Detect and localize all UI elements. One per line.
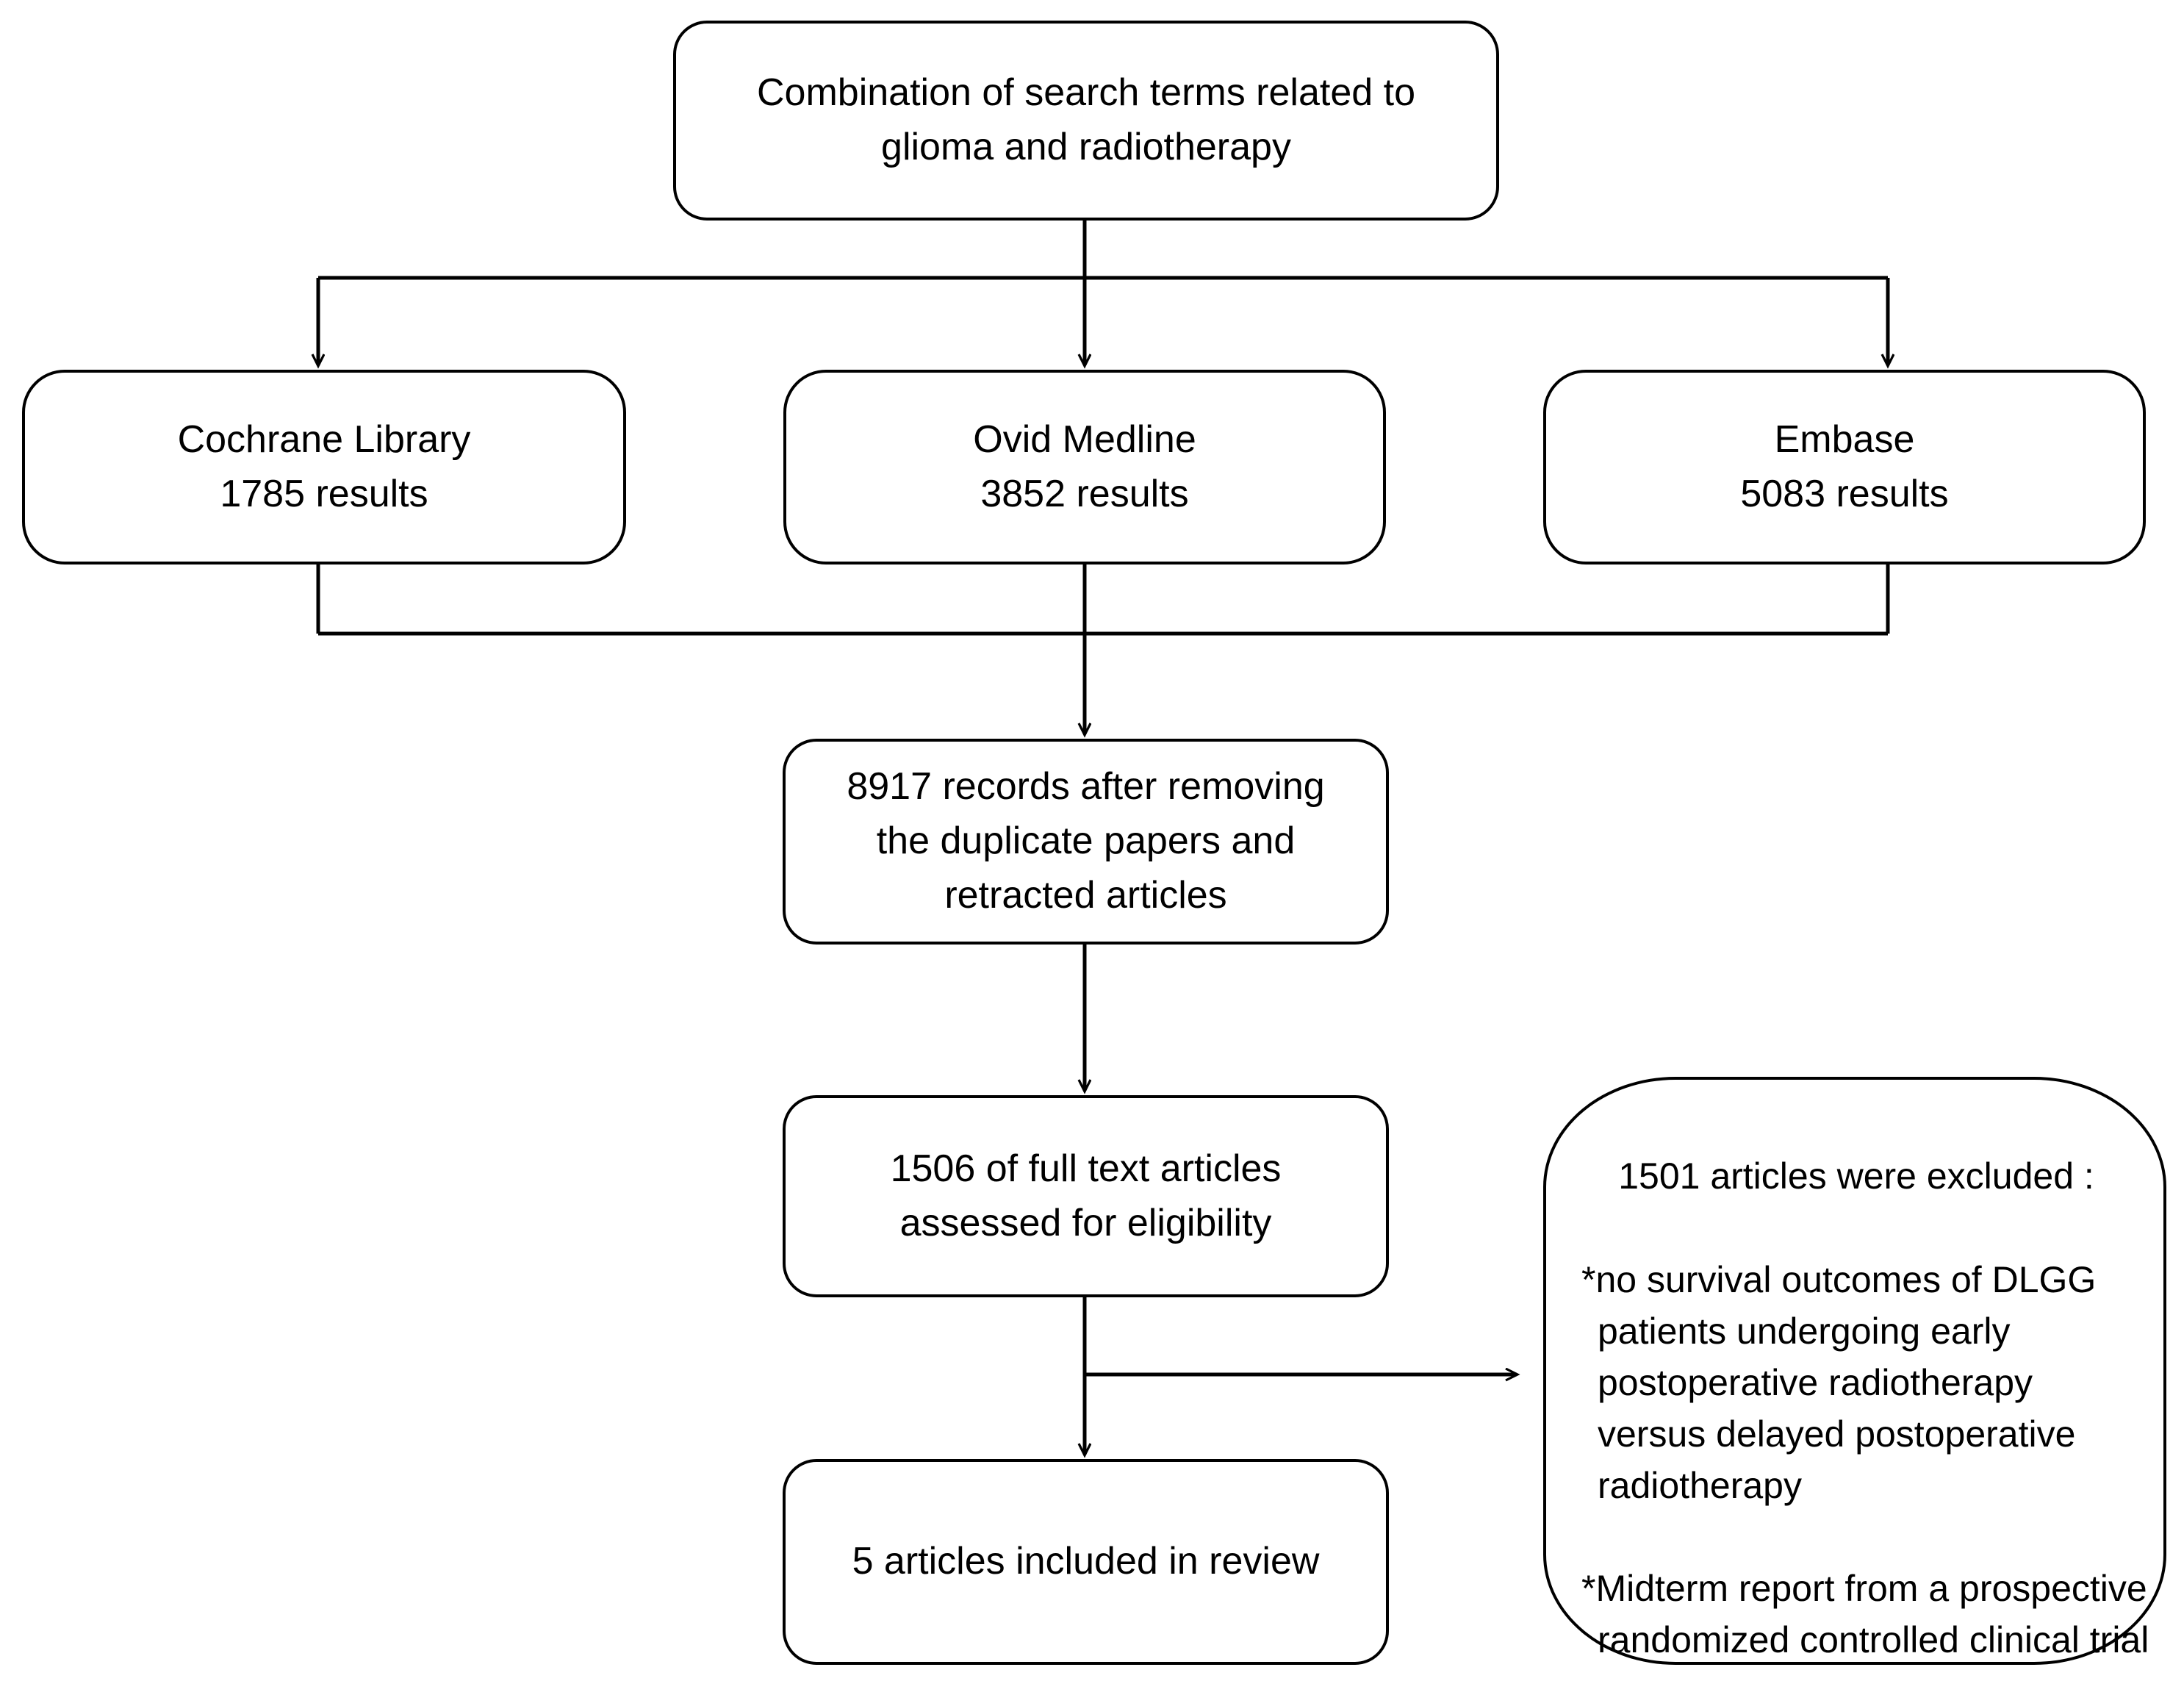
node-articles-excluded: 1501 articles were excluded : *no surviv…: [1543, 1077, 2166, 1665]
node-cochrane-library: Cochrane Library 1785 results: [22, 370, 626, 564]
node-articles-included: 5 articles included in review: [783, 1459, 1389, 1665]
excluded-heading: 1501 articles were excluded :: [1618, 1155, 2094, 1197]
node-ovid-medline: Ovid Medline 3852 results: [783, 370, 1386, 564]
node-search-terms: Combination of search terms related to g…: [673, 21, 1499, 221]
node-embase: Embase 5083 results: [1543, 370, 2146, 564]
node-full-text-assessed: 1506 of full text articles assessed for …: [783, 1095, 1389, 1297]
node-records-after-deduplication: 8917 records after removing the duplicat…: [783, 739, 1389, 945]
excluded-reason-2: *Midterm report from a prospective rando…: [1581, 1568, 2149, 1660]
excluded-reason-1: *no survival outcomes of DLGG patients u…: [1581, 1259, 2097, 1506]
